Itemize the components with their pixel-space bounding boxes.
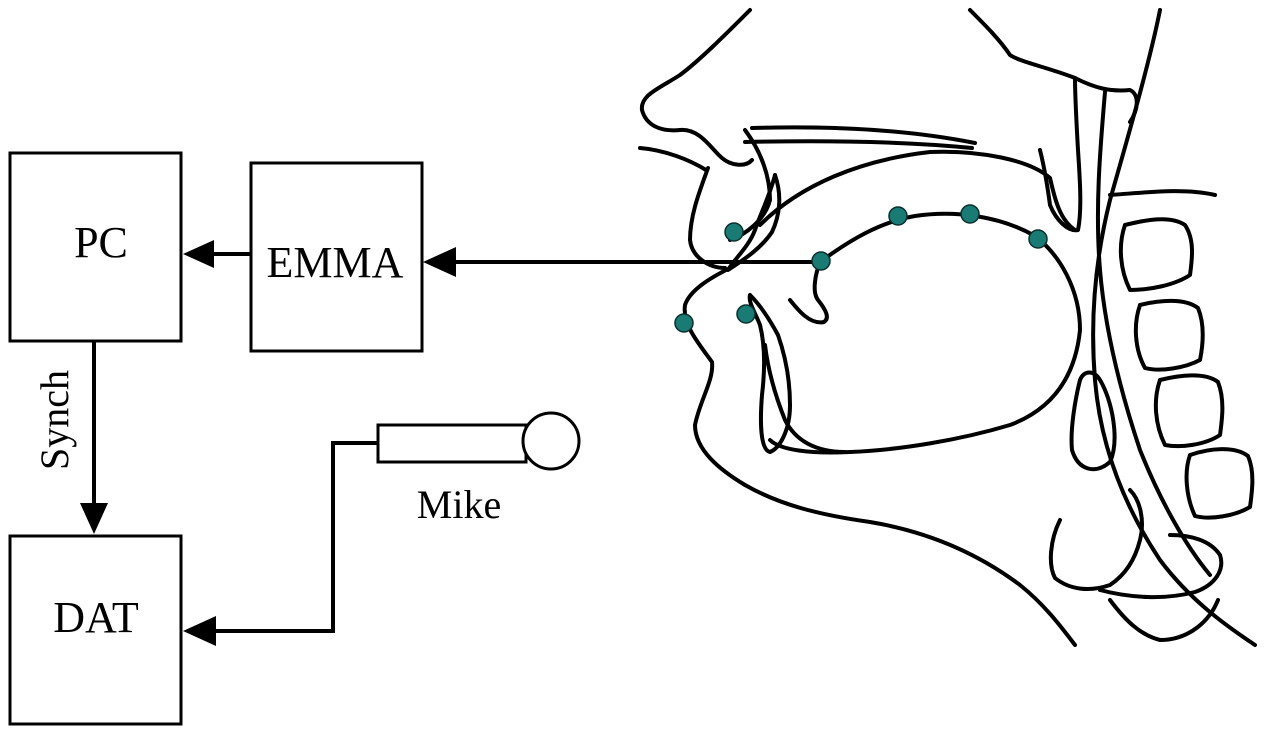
emma-box: EMMA — [249, 161, 424, 353]
vertebra-c3 — [1133, 298, 1205, 372]
sensor-lower-lip — [674, 313, 694, 333]
mike-to-dat-arrow — [183, 441, 379, 646]
velum-outline — [1038, 76, 1083, 233]
microphone: Mike — [376, 411, 581, 527]
nose-outline — [639, 8, 754, 167]
vertebra-c2 — [1118, 217, 1194, 292]
maxilla-outline — [728, 128, 772, 242]
mike-label: Mike — [417, 482, 501, 527]
spine-anterior-line — [1108, 189, 1217, 197]
lower-incisor-outline — [747, 293, 792, 454]
dat-box: DAT — [8, 534, 183, 726]
larynx-outline — [1048, 488, 1144, 592]
sensor-upper-incisor — [724, 222, 744, 242]
pc-to-dat-synch-arrow: Synch — [32, 341, 108, 534]
head-profile — [638, 8, 1257, 647]
sensor-coils — [674, 204, 1048, 333]
sensor-tongue-tip — [811, 251, 831, 271]
pharynx-posterior-wall — [1091, 8, 1257, 647]
upper-lip-outline — [688, 166, 727, 270]
nostril-outline — [638, 146, 708, 172]
emma-to-pc-arrow — [183, 240, 251, 268]
emma-label: EMMA — [267, 238, 404, 287]
synch-label: Synch — [32, 370, 77, 470]
hyoid-outline — [1098, 533, 1224, 600]
sensor-tongue-body — [960, 204, 980, 224]
chin-outline — [743, 483, 1077, 647]
vertebra-c4 — [1153, 373, 1225, 449]
tongue-tip-outline — [788, 260, 829, 325]
sensor-tongue-dorsum — [1028, 229, 1048, 249]
vertebra-c5 — [1184, 447, 1255, 520]
nasopharynx-outline — [968, 8, 1139, 124]
palate-lower-outline — [743, 139, 974, 150]
pc-label: PC — [74, 218, 128, 267]
dat-label: DAT — [53, 593, 139, 642]
sensor-lower-incisor — [736, 304, 756, 324]
epiglottis-outline — [1069, 370, 1117, 472]
pc-box: PC — [8, 151, 183, 343]
palate-upper-outline — [750, 125, 977, 145]
pharynx-anterior-wall — [1095, 90, 1212, 577]
tongue-outline — [768, 211, 1082, 455]
sensor-tongue-blade — [888, 206, 908, 226]
sensor-to-emma-arrow — [423, 247, 820, 277]
lower-lip-outline — [682, 266, 747, 487]
mandible-inner-outline — [763, 343, 847, 454]
palate-vault-outline — [758, 149, 1077, 232]
trachea-outline — [1108, 598, 1220, 642]
